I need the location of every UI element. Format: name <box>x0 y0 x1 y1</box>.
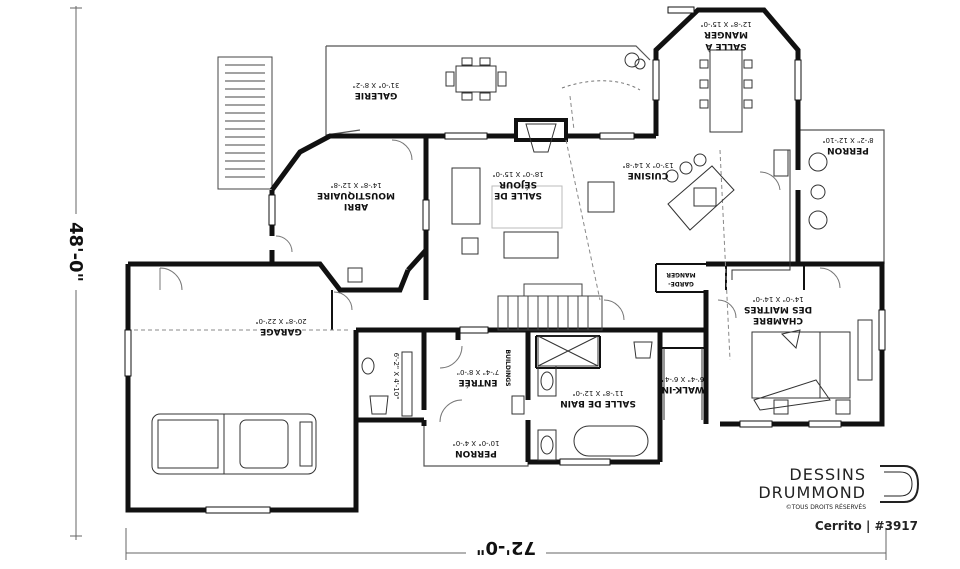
room-cuisine: CUISINE 13'-0" X 14'-8" <box>622 161 673 180</box>
room-garage: GARAGE 20'-8" X 22'-0" <box>255 317 306 336</box>
entree-name: ENTRÉE <box>458 377 497 389</box>
room-lav: 6'-2" X 4'-10" <box>392 353 400 400</box>
perron-east-name: PERRON <box>827 145 869 155</box>
galerie-name: GALERIE <box>355 90 398 100</box>
room-bain: SALLE DE BAIN 11'-8" X 12'-0" <box>560 389 636 408</box>
buildings-label: BUILDINGS <box>504 350 511 387</box>
depth-label: 48'-0" <box>65 222 86 282</box>
chambre-dims: 14'-0" X 14'-0" <box>752 295 803 303</box>
garde-manger-name-1: GARDE- <box>668 280 694 287</box>
windows <box>124 6 886 514</box>
galerie-dims: 31'-0" X 8'-2" <box>353 81 400 89</box>
bain-name: SALLE DE BAIN <box>560 398 636 408</box>
walkin-name: WALK-IN <box>661 384 704 394</box>
room-walkin: WALK-IN 6'-4" X 6'-4" <box>661 375 704 394</box>
abri-name-2: MOUSTIQUAIRE <box>317 190 395 200</box>
perron-south-dims: 10'-0" X 4'-0" <box>453 439 500 447</box>
room-chambre: CHAMBRE DES MAITRES 14'-0" X 14'-0" <box>744 295 812 325</box>
room-abri: ABRI MOUSTIQUAIRE 14'-8" X 12'-8" <box>317 181 395 211</box>
label-buildings: BUILDINGS <box>504 350 511 387</box>
garage-dims: 20'-8" X 22'-0" <box>255 317 306 325</box>
depth-dimension: 48'-0" <box>65 214 88 290</box>
walls <box>125 7 885 513</box>
perron-east-dims: 8'-2" X 12'-10" <box>822 136 873 144</box>
dimension-lines <box>70 6 887 560</box>
garde-manger-name-2: MANGER <box>666 271 696 278</box>
room-salle-a-manger: SALLE À MANGER 12'-8" X 15'-0" <box>700 20 751 53</box>
chambre-name-2: DES MAITRES <box>744 304 812 314</box>
room-perron-east: PERRON 8'-2" X 12'-10" <box>822 136 873 155</box>
room-sejour: SALLE DE SÉJOUR 18'-0" X 15'-0" <box>492 170 543 200</box>
sejour-name-1: SALLE DE <box>494 190 542 200</box>
sejour-dims: 18'-0" X 15'-0" <box>492 170 543 178</box>
entree-dims: 7'-4" X 8'-0" <box>457 368 499 376</box>
cuisine-name: CUISINE <box>628 170 669 180</box>
brand-logo: DESSINS DRUMMOND ©TOUS DROITS RÉSERVÉS C… <box>758 465 920 533</box>
furniture <box>151 49 873 475</box>
walkin-dims: 6'-4" X 6'-4" <box>662 375 704 383</box>
brand-line-3: ©TOUS DROITS RÉSERVÉS <box>786 503 866 511</box>
room-garde-manger: GARDE- MANGER <box>666 271 696 287</box>
perron-south-name: PERRON <box>455 448 497 458</box>
ceiling-lines <box>134 95 731 361</box>
salle-a-manger-name-2: MANGER <box>704 29 748 39</box>
brand-line-1: DESSINS <box>789 465 866 484</box>
width-label: 72'-0" <box>476 537 536 558</box>
abri-dims: 14'-8" X 12'-8" <box>330 181 381 189</box>
room-galerie: GALERIE 31'-0" X 8'-2" <box>353 81 400 100</box>
exterior-stairs <box>217 56 273 190</box>
chambre-name-1: CHAMBRE <box>753 315 803 325</box>
salle-a-manger-name-1: SALLE À <box>705 41 746 53</box>
abri-name-1: ABRI <box>344 201 368 211</box>
salle-a-manger-dims: 12'-8" X 15'-0" <box>700 20 751 28</box>
bain-dims: 11'-8" X 12'-0" <box>572 389 623 397</box>
room-entree: ENTRÉE 7'-4" X 8'-0" <box>457 368 499 389</box>
lav-dims: 6'-2" X 4'-10" <box>392 353 400 400</box>
door-swings <box>159 80 841 423</box>
brand-line-2: DRUMMOND <box>758 483 866 502</box>
plan-id: Cerrito | #3917 <box>815 519 918 533</box>
width-dimension: 72'-0" <box>466 537 546 560</box>
sejour-name-2: SÉJOUR <box>499 179 537 191</box>
garage-name: GARAGE <box>260 326 302 336</box>
interior-stairs <box>497 283 603 331</box>
room-perron-south: PERRON 10'-0" X 4'-0" <box>453 439 500 458</box>
cuisine-dims: 13'-0" X 14'-8" <box>622 161 673 169</box>
